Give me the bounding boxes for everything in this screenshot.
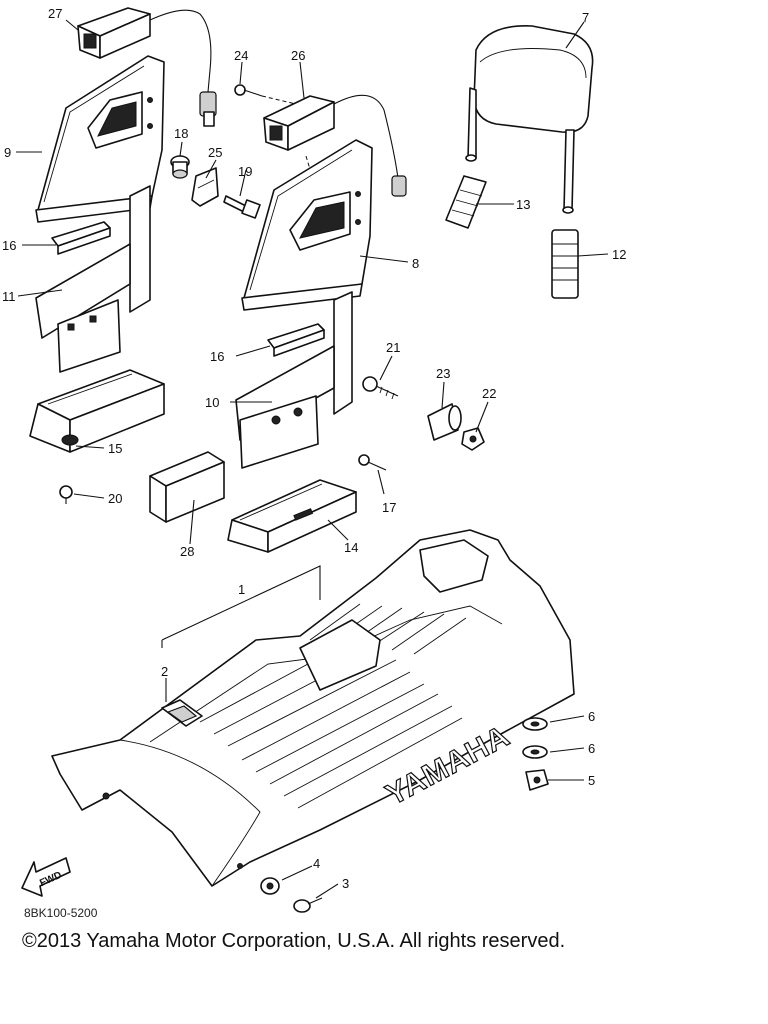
part-20-screw bbox=[59, 485, 73, 504]
callout-11: 11 bbox=[2, 289, 16, 304]
callout-19: 19 bbox=[238, 164, 252, 179]
callout-4: 4 bbox=[313, 856, 320, 871]
copyright-notice: ©2013 Yamaha Motor Corporation, U.S.A. A… bbox=[22, 930, 566, 952]
callout-16-left: 16 bbox=[2, 238, 16, 253]
part-12-bellows bbox=[551, 229, 579, 299]
callout-28: 28 bbox=[180, 544, 194, 559]
callout-24: 24 bbox=[234, 48, 248, 63]
callout-17: 17 bbox=[382, 500, 396, 515]
part-28-cap bbox=[149, 451, 225, 523]
part-6-washer-lower bbox=[522, 745, 548, 759]
part-16-spacer-left bbox=[51, 221, 111, 255]
part-24-screw bbox=[234, 84, 263, 97]
callout-3: 3 bbox=[342, 876, 349, 891]
callout-26: 26 bbox=[291, 48, 305, 63]
callout-6-upper: 6 bbox=[588, 709, 595, 724]
callout-9: 9 bbox=[4, 145, 11, 160]
part-18-grommet bbox=[170, 155, 190, 179]
fwd-arrow-icon: FWD bbox=[21, 857, 71, 897]
callout-10: 10 bbox=[205, 395, 219, 410]
part-7-backrest bbox=[465, 25, 594, 214]
part-1-seat: YAMAHA bbox=[51, 529, 575, 887]
part-22-nut bbox=[461, 427, 485, 451]
callout-6-lower: 6 bbox=[588, 741, 595, 756]
part-11-bracket bbox=[35, 185, 151, 373]
part-19-bolt bbox=[223, 195, 261, 219]
callout-27: 27 bbox=[48, 6, 62, 21]
callout-25: 25 bbox=[208, 145, 222, 160]
callout-8: 8 bbox=[412, 256, 419, 271]
part-26-connector bbox=[263, 94, 407, 197]
callout-labels: 27 9 16 11 15 20 28 18 25 19 24 26 8 7 1… bbox=[2, 6, 626, 891]
callout-15: 15 bbox=[108, 441, 122, 456]
part-17-screw bbox=[358, 454, 387, 471]
callout-7: 7 bbox=[582, 10, 589, 25]
callout-5: 5 bbox=[588, 773, 595, 788]
callout-14: 14 bbox=[344, 540, 358, 555]
part-25-clip bbox=[191, 167, 219, 207]
part-2-latch bbox=[161, 699, 203, 727]
callout-1: 1 bbox=[238, 582, 245, 597]
part-16-spacer-right bbox=[267, 323, 325, 357]
callout-20: 20 bbox=[108, 491, 122, 506]
leader-lines bbox=[16, 19, 609, 899]
callout-18: 18 bbox=[174, 126, 188, 141]
part-14-grab-rail bbox=[227, 479, 357, 553]
part-27-connector-lamp bbox=[77, 7, 217, 127]
part-13-bellows bbox=[445, 175, 487, 229]
part-5-nut bbox=[525, 769, 549, 791]
part-6-washer-upper bbox=[522, 717, 548, 731]
callout-12: 12 bbox=[612, 247, 626, 262]
callout-13: 13 bbox=[516, 197, 530, 212]
part-10-bracket bbox=[235, 291, 353, 469]
callout-23: 23 bbox=[436, 366, 450, 381]
part-21-bolt bbox=[362, 376, 399, 400]
part-9-side-cover bbox=[35, 55, 165, 223]
part-23-collar bbox=[427, 403, 462, 441]
callout-22: 22 bbox=[482, 386, 496, 401]
part-8-side-cover bbox=[241, 139, 373, 311]
part-3-bolt bbox=[293, 897, 323, 913]
part-4-washer bbox=[260, 877, 280, 895]
callout-21: 21 bbox=[386, 340, 400, 355]
diagram-reference-code: 8BK100-5200 bbox=[24, 906, 98, 920]
callout-2: 2 bbox=[161, 664, 168, 679]
part-15-grab-rail bbox=[29, 369, 165, 453]
callout-16-right: 16 bbox=[210, 349, 224, 364]
